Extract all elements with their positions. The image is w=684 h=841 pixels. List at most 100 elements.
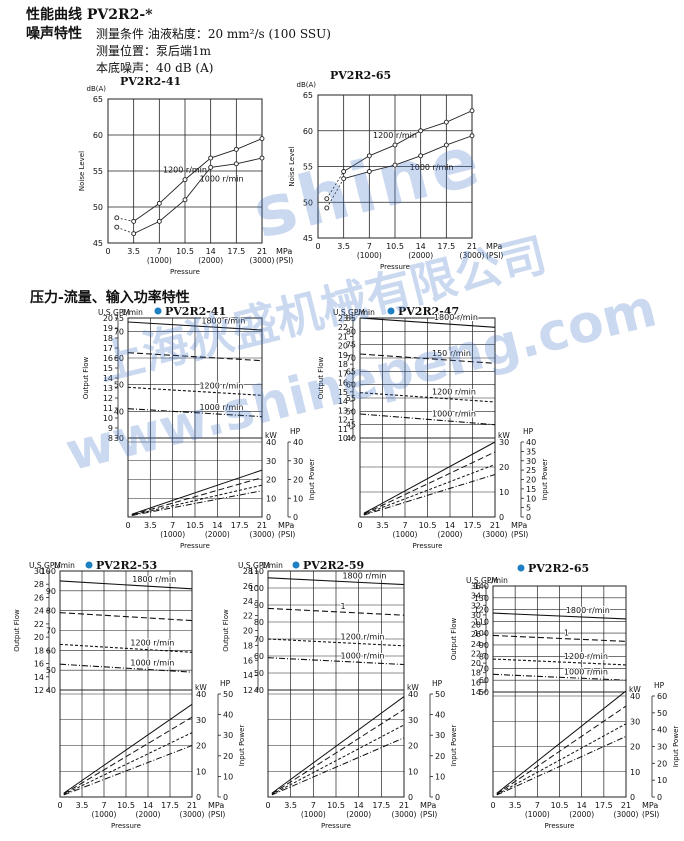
gpm-tick-label: 18 xyxy=(34,646,44,655)
hp-unit: HP xyxy=(523,427,534,436)
kw-tick-label: 10 xyxy=(266,494,276,503)
gpm-tick-label: 16 xyxy=(338,379,348,388)
flow-line xyxy=(59,663,193,673)
flow-tick-label: 80 xyxy=(479,653,489,662)
gpm-tick-label: 20 xyxy=(103,314,113,323)
gpm-unit: U.S.GPM xyxy=(466,576,498,585)
psi-label: (PSI) xyxy=(278,530,295,539)
gpm-tick-label: 22 xyxy=(338,323,348,332)
flow-tick-label: 110 xyxy=(474,617,489,626)
flow-tick-label: 130 xyxy=(474,594,489,603)
flow-tick-label: 90 xyxy=(254,601,264,610)
data-point xyxy=(208,164,214,170)
kw-tick-label: 20 xyxy=(499,463,509,472)
power-line xyxy=(363,464,496,515)
gpm-tick-label: 15 xyxy=(103,364,113,373)
gpm-tick-label: 12 xyxy=(243,686,253,695)
flow-tick-label: 100 xyxy=(474,629,489,638)
flow-tick-label: 80 xyxy=(346,327,356,336)
power-axis-title: Input Power xyxy=(541,459,549,501)
data-point xyxy=(131,231,137,237)
x-tick-label: 21 xyxy=(257,521,267,530)
x-tick-label: 0 xyxy=(125,521,130,530)
x-tick-label: 7 xyxy=(535,801,540,810)
flow-tick-label: 60 xyxy=(346,381,356,390)
flow-tick-label: 140 xyxy=(474,582,489,591)
lmin-unit: L/min xyxy=(54,561,75,570)
data-point xyxy=(131,218,137,224)
gpm-tick-label: 28 xyxy=(34,580,44,589)
hp-tick-label: 10 xyxy=(526,494,536,503)
power-line xyxy=(63,716,193,795)
power-line xyxy=(496,690,627,794)
kw-tick-label: 20 xyxy=(408,742,418,751)
flow-tick-label: 85 xyxy=(346,314,356,323)
kw-tick-label: 30 xyxy=(630,717,640,726)
flow-line-label: 1800 r/min xyxy=(201,316,245,325)
gpm-tick-label: 12 xyxy=(338,416,348,425)
mpa-label: MPa xyxy=(642,801,658,810)
hp-unit: HP xyxy=(432,679,443,688)
hp-tick-label: 15 xyxy=(526,485,536,494)
flow-line-label: 1200 r/min xyxy=(199,382,243,391)
chart-marker xyxy=(85,561,93,569)
flow-tick-label: 40 xyxy=(46,686,56,695)
flow-tick-label: 40 xyxy=(254,686,264,695)
data-point xyxy=(156,218,162,224)
y-unit: dB(A) xyxy=(87,85,107,93)
flow-line xyxy=(359,392,496,403)
gpm-tick-label: 17 xyxy=(338,369,348,378)
series-label: 1200 r/min xyxy=(163,166,207,175)
data-point xyxy=(324,196,330,202)
y-tick-label: 60 xyxy=(303,127,313,136)
hp-tick-label: 20 xyxy=(657,759,667,768)
flow-line xyxy=(267,638,405,647)
power-line xyxy=(363,441,496,514)
y-tick-label: 45 xyxy=(93,239,103,248)
series-line xyxy=(133,138,263,222)
psi-tick-label: (3000) xyxy=(250,530,275,539)
gpm-tick-label: 26 xyxy=(34,593,44,602)
psi-label: (PSI) xyxy=(642,810,659,819)
power-line xyxy=(363,474,496,516)
kw-unit: kW xyxy=(498,431,510,440)
x-axis-title: Pressure xyxy=(380,263,410,271)
kw-unit: kW xyxy=(195,683,207,692)
flow-line-label: 1 xyxy=(564,629,569,638)
series-lead xyxy=(326,178,345,209)
x-tick-label: 0 xyxy=(315,242,320,251)
hp-tick-label: 60 xyxy=(657,692,667,701)
flow-tick-label: 80 xyxy=(254,618,264,627)
x-tick-label: 10.5 xyxy=(386,242,404,251)
hp-tick-label: 20 xyxy=(526,476,536,485)
chart-marker xyxy=(387,307,395,315)
gpm-tick-label: 10 xyxy=(338,434,348,443)
gpm-tick-label: 30 xyxy=(471,611,481,620)
noise-section-title: 噪声特性 xyxy=(26,26,82,42)
hp-tick-label: 40 xyxy=(293,438,303,447)
gpm-tick-label: 16 xyxy=(103,354,113,363)
gpm-tick-label: 12 xyxy=(103,394,113,403)
kw-tick-label: 20 xyxy=(196,742,206,751)
x-tick-label: 10.5 xyxy=(551,801,569,810)
flow-line xyxy=(59,643,193,653)
chart-title: PV2R2-65 xyxy=(330,69,391,82)
data-point xyxy=(469,133,475,139)
chart-title: PV2R2-53 xyxy=(96,559,157,572)
kw-unit: kW xyxy=(265,431,277,440)
x-tick-label: 14 xyxy=(354,801,364,810)
kw-tick-label: 10 xyxy=(499,488,509,497)
x-axis-title: Pressure xyxy=(180,542,210,550)
hp-tick-label: 25 xyxy=(526,466,536,475)
power-axis-title: Input Power xyxy=(238,725,246,767)
series-line xyxy=(343,110,473,172)
chart-marker xyxy=(292,561,300,569)
flow-tick-label: 75 xyxy=(114,314,124,323)
flow-axis-title: Output Flow xyxy=(82,356,90,399)
gpm-tick-label: 20 xyxy=(34,633,44,642)
gpm-tick-label: 20 xyxy=(471,659,481,668)
psi-tick-label: (1000) xyxy=(160,530,185,539)
x-tick-label: 17.5 xyxy=(595,801,613,810)
data-point xyxy=(341,169,347,174)
flow-tick-label: 60 xyxy=(46,646,56,655)
